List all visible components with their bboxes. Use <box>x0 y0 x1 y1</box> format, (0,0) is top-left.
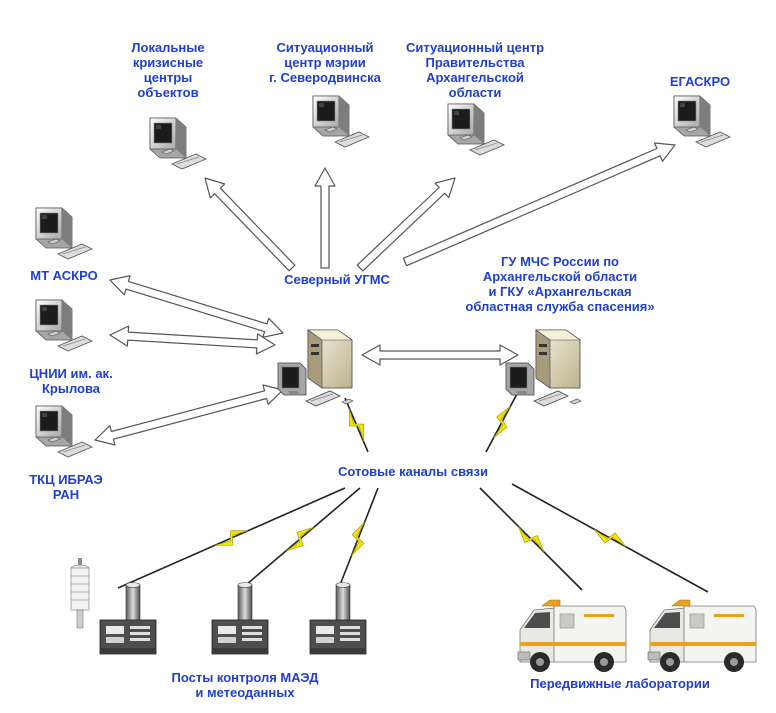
lightning-link-icon <box>214 530 249 546</box>
double-arrow <box>361 344 519 366</box>
label-city-situation-center: Ситуационный центр мэрии г. Северодвинск… <box>269 40 381 85</box>
double-arrow <box>109 275 284 338</box>
arrow <box>356 177 456 272</box>
workstation-icon <box>312 95 370 148</box>
label-mchs: ГУ МЧС России по Архангельской области и… <box>465 254 655 314</box>
label-mt-askro: МТ АСКРО <box>30 268 98 283</box>
monitoring-post-icon <box>99 582 157 655</box>
workstation-icon <box>35 405 93 458</box>
workstation-icon <box>673 95 731 148</box>
label-monitoring-posts: Посты контроля МАЭД и метеоданных <box>171 670 319 700</box>
lightning-link-icon <box>518 526 544 552</box>
label-government-situation-center: Ситуационный центр Правительства Арханге… <box>405 40 545 100</box>
arrow <box>204 177 296 272</box>
lightning-link-icon <box>351 521 365 557</box>
label-tsnii: ЦНИИ им. ак. Крылова <box>29 366 113 396</box>
workstation-icon <box>35 207 93 260</box>
arrow <box>314 167 336 269</box>
monitoring-post-icon <box>211 582 269 655</box>
label-local-crisis-centers: Локальные кризисные центры объектов <box>131 40 205 100</box>
ambulance-icon <box>517 599 627 673</box>
server-icon <box>505 329 582 407</box>
workstation-icon <box>35 299 93 352</box>
lightning-link-icon <box>348 408 365 442</box>
label-cellular-channels: Сотовые каналы связи <box>338 464 488 479</box>
server-icon <box>277 329 354 407</box>
label-egaskro: ЕГАСКРО <box>669 74 731 89</box>
lightning-link-icon <box>286 527 314 551</box>
ambulance-icon <box>647 599 757 673</box>
label-mobile-labs: Передвижные лаборатории <box>530 676 710 691</box>
workstation-icon <box>447 103 505 156</box>
connection-arrows <box>94 142 676 446</box>
label-north-ugms: Северный УГМС <box>284 272 390 287</box>
label-tkc-ibrae: ТКЦ ИБРАЭ РАН <box>29 472 103 502</box>
weather-sensor-icon <box>70 557 90 629</box>
monitoring-post-icon <box>309 582 367 655</box>
arrow <box>402 142 676 267</box>
double-arrow <box>109 325 276 355</box>
wireless-links <box>117 391 709 593</box>
lightning-link-icon <box>593 529 627 547</box>
lightning-link-icon <box>493 405 511 439</box>
workstation-icon <box>149 117 207 170</box>
